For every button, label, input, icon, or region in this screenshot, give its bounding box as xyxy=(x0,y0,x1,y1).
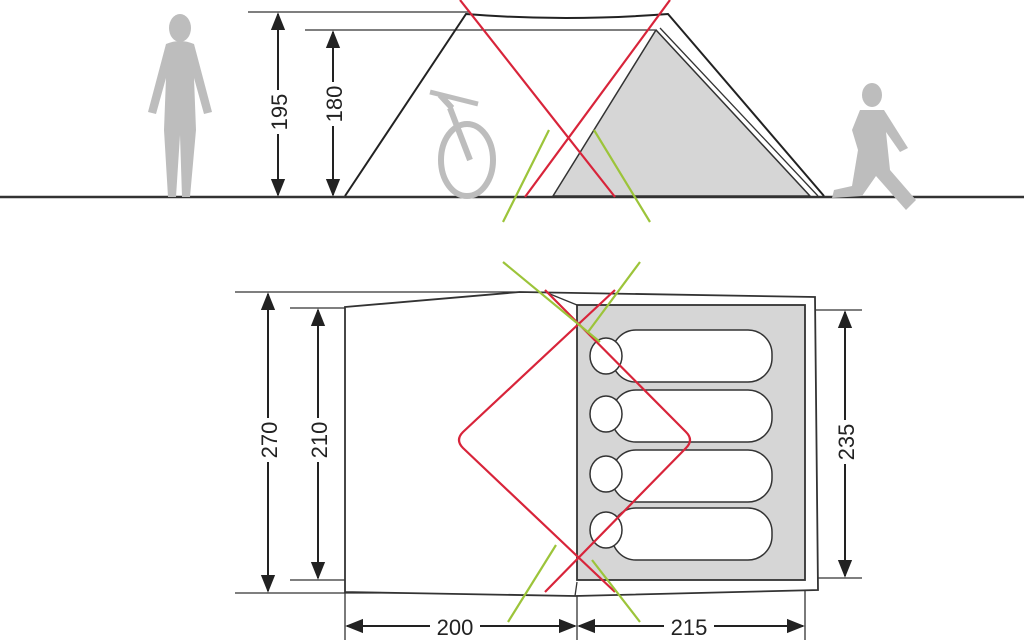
green-pole xyxy=(502,129,550,223)
height-outer-label: 195 xyxy=(267,94,292,131)
width-inner-label: 210 xyxy=(307,422,332,459)
dimension-270: 270 xyxy=(256,292,282,593)
red-pole xyxy=(524,0,671,198)
green-pole xyxy=(507,544,557,623)
dimension-200: 200 xyxy=(345,614,577,640)
bicycle-icon xyxy=(429,89,496,199)
width-sleeping-label: 235 xyxy=(834,424,859,461)
sleeping-bag-icon xyxy=(589,389,773,443)
green-pole xyxy=(593,129,651,223)
child-figure-icon xyxy=(832,83,916,210)
height-inner-label: 180 xyxy=(322,86,347,123)
red-pole xyxy=(544,289,692,593)
dimension-235: 235 xyxy=(833,310,859,578)
length-vestibule-label: 200 xyxy=(437,615,474,640)
top-view: 270 210 235 200 215 xyxy=(235,261,862,640)
dimension-195: 195 xyxy=(248,11,470,197)
length-inner-label: 215 xyxy=(671,615,708,640)
green-pole xyxy=(502,261,601,343)
green-pole xyxy=(591,559,641,623)
width-outer-label: 270 xyxy=(257,422,282,459)
dimension-215: 215 xyxy=(577,614,805,640)
side-view: 195 180 xyxy=(0,0,1024,223)
sleeping-bag-icon xyxy=(589,329,773,383)
dimension-210: 210 xyxy=(306,308,332,580)
red-pole xyxy=(459,0,616,198)
adult-figure-icon xyxy=(148,14,212,197)
red-pole xyxy=(457,289,616,593)
sleeping-bag-icon xyxy=(589,507,773,561)
dimension-180: 180 xyxy=(305,29,655,197)
sleeping-bag-icon xyxy=(589,449,773,503)
tent-side-icon xyxy=(344,12,825,197)
green-pole xyxy=(587,261,641,333)
